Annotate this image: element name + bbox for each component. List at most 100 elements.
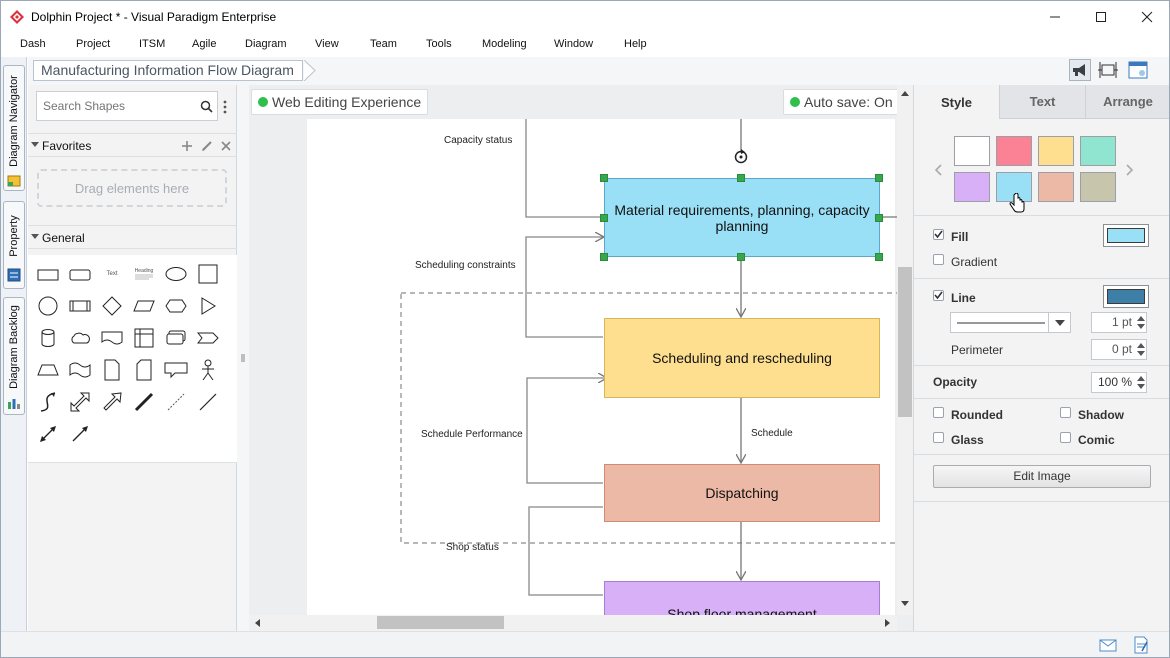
resize-handle-n[interactable] <box>737 174 745 182</box>
remove-icon[interactable] <box>221 141 231 151</box>
connector-scheduling-constraints[interactable] <box>525 237 603 338</box>
color-swatch-lavender[interactable] <box>954 172 990 202</box>
menu-agile[interactable]: Agile <box>192 38 217 50</box>
fill-checkbox[interactable] <box>933 229 944 240</box>
label-schedule[interactable]: Schedule <box>751 428 793 439</box>
vertical-scrollbar[interactable] <box>897 85 913 615</box>
diagram-canvas[interactable]: Capacity status Scheduling constraints S… <box>249 85 913 631</box>
color-swatch-pink[interactable] <box>996 136 1032 166</box>
resize-handle-se[interactable] <box>875 253 883 261</box>
shape-ellipse[interactable] <box>161 259 191 289</box>
shape-square[interactable] <box>193 259 223 289</box>
mail-icon[interactable] <box>1099 639 1117 652</box>
node-material-requirements[interactable]: Material requirements, planning, capacit… <box>604 178 880 257</box>
shape-parallelogram[interactable] <box>129 291 159 321</box>
edit-icon[interactable] <box>201 140 213 152</box>
shape-hexagon[interactable] <box>161 291 191 321</box>
search-box[interactable] <box>36 91 218 121</box>
node-dispatching[interactable]: Dispatching <box>604 464 880 522</box>
label-scheduling-constraints[interactable]: Scheduling constraints <box>415 260 516 271</box>
menu-view[interactable]: View <box>315 38 339 50</box>
scroll-left-icon[interactable] <box>255 619 261 627</box>
line-color-button[interactable] <box>1103 285 1149 308</box>
shape-card[interactable] <box>129 355 159 385</box>
shadow-checkbox[interactable] <box>1060 407 1071 418</box>
more-options-icon[interactable] <box>222 99 228 115</box>
horizontal-scroll-thumb[interactable] <box>377 616 504 629</box>
menu-dash[interactable]: Dash <box>20 38 46 50</box>
menu-modeling[interactable]: Modeling <box>482 38 527 50</box>
shape-thick-line[interactable] <box>129 387 159 417</box>
layout-button[interactable] <box>1127 59 1149 81</box>
scroll-up-icon[interactable] <box>901 91 909 97</box>
autosave-badge[interactable]: Auto save: On <box>783 89 900 115</box>
shape-wave[interactable] <box>65 355 95 385</box>
tab-style[interactable]: Style <box>914 85 1000 119</box>
shape-process[interactable] <box>65 291 95 321</box>
shape-arrow-connector[interactable] <box>65 419 95 449</box>
perimeter-input[interactable]: 0 pt <box>1091 339 1147 360</box>
color-swatch-olive[interactable] <box>1080 172 1116 202</box>
menu-help[interactable]: Help <box>624 38 647 50</box>
document-icon[interactable] <box>1133 636 1149 654</box>
shape-line[interactable] <box>193 387 223 417</box>
menu-diagram[interactable]: Diagram <box>245 38 287 50</box>
color-swatch-salmon[interactable] <box>1038 172 1074 202</box>
line-style-select[interactable] <box>950 312 1071 333</box>
shape-note[interactable] <box>97 355 127 385</box>
resize-handle-w[interactable] <box>600 214 608 222</box>
line-weight-input[interactable]: 1 pt <box>1091 312 1147 333</box>
shape-actor[interactable] <box>193 355 223 385</box>
vertical-scroll-thumb[interactable] <box>898 267 912 417</box>
rotate-handle-icon[interactable] <box>733 149 749 165</box>
shape-text[interactable]: Text <box>97 259 127 289</box>
comic-checkbox[interactable] <box>1060 432 1071 443</box>
resize-handle-e[interactable] <box>875 214 883 222</box>
opacity-input[interactable]: 100 % <box>1091 372 1147 393</box>
resize-handle-sw[interactable] <box>600 253 608 261</box>
stepper-icon[interactable] <box>1136 373 1146 392</box>
edit-image-button[interactable]: Edit Image <box>933 465 1151 488</box>
shape-tag[interactable] <box>193 323 223 353</box>
label-capacity-status[interactable]: Capacity status <box>444 135 513 146</box>
web-editing-badge[interactable]: Web Editing Experience <box>251 89 429 115</box>
tab-diagram-navigator[interactable]: Diagram Navigator <box>3 65 25 191</box>
shape-callout[interactable] <box>161 355 191 385</box>
general-header[interactable]: General <box>28 225 237 249</box>
resize-handle-nw[interactable] <box>600 174 608 182</box>
shape-cylinder[interactable] <box>33 323 63 353</box>
shape-bidirectional-connector[interactable] <box>33 419 63 449</box>
next-palette-icon[interactable] <box>1126 164 1134 176</box>
fill-color-button[interactable] <box>1103 224 1149 247</box>
menu-window[interactable]: Window <box>554 38 594 50</box>
color-swatch-mint[interactable] <box>1080 136 1116 166</box>
shape-dashed-line[interactable] <box>161 387 191 417</box>
add-icon[interactable] <box>181 140 193 152</box>
tab-property[interactable]: Property <box>3 201 25 289</box>
node-scheduling[interactable]: Scheduling and rescheduling <box>604 318 880 398</box>
connector-capacity-status[interactable] <box>525 119 603 218</box>
scroll-right-icon[interactable] <box>885 619 891 627</box>
shape-cloud[interactable] <box>65 323 95 353</box>
favorites-header[interactable]: Favorites <box>28 133 237 157</box>
search-input[interactable] <box>43 99 193 113</box>
resize-handle-ne[interactable] <box>875 174 883 182</box>
shape-rounded-rectangle[interactable] <box>65 259 95 289</box>
shape-triangle[interactable] <box>193 291 223 321</box>
color-swatch-white[interactable] <box>954 136 990 166</box>
panel-splitter[interactable] <box>237 85 249 631</box>
scroll-down-icon[interactable] <box>901 601 909 607</box>
tab-diagram-backlog[interactable]: Diagram Backlog <box>3 297 25 415</box>
shape-rectangle[interactable] <box>33 259 63 289</box>
favorites-drop-zone[interactable]: Drag elements here <box>37 169 227 207</box>
shape-curve-connector[interactable] <box>33 387 63 417</box>
menu-itsm[interactable]: ITSM <box>139 38 166 50</box>
menu-team[interactable]: Team <box>370 38 397 50</box>
shape-trapezoid[interactable] <box>33 355 63 385</box>
prev-palette-icon[interactable] <box>934 164 942 176</box>
fit-page-button[interactable] <box>1097 59 1119 81</box>
shape-stacked[interactable] <box>161 323 191 353</box>
minimize-button[interactable] <box>1032 1 1078 33</box>
color-swatch-yellow[interactable] <box>1038 136 1074 166</box>
tab-text[interactable]: Text <box>1000 85 1086 119</box>
